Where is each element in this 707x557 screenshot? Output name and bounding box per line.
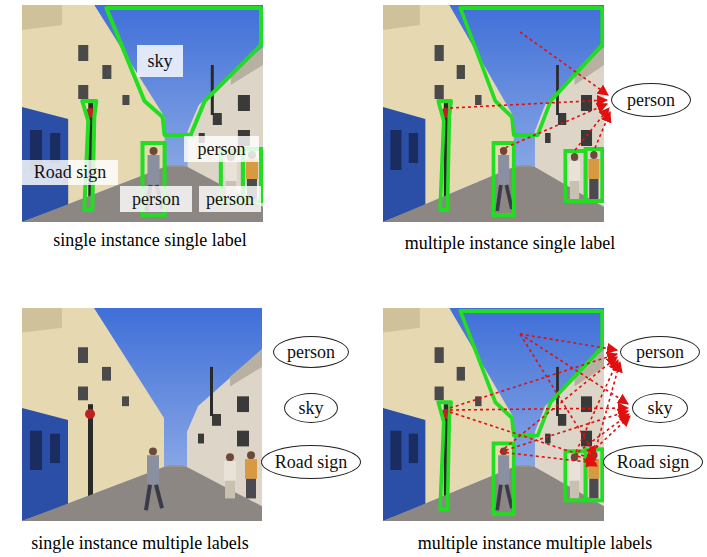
label-ellipse: Road sign (261, 445, 361, 479)
street-photo (383, 5, 604, 222)
label-box: person (199, 186, 261, 212)
label-ellipse: sky (284, 393, 338, 423)
label-ellipse: person (620, 336, 700, 368)
street-photo (22, 308, 262, 521)
label-box: person (184, 136, 259, 162)
label-text: person (287, 342, 335, 363)
street-photo (383, 308, 604, 521)
label-text: sky (647, 398, 672, 419)
panel-caption: multiple instance single label (405, 233, 615, 254)
label-ellipse: person (273, 336, 349, 368)
label-text: person (636, 342, 684, 363)
label-text: person (198, 139, 246, 160)
label-text: Road sign (275, 452, 348, 473)
label-box: person (120, 186, 192, 212)
panel-caption: single instance single label (53, 230, 246, 251)
region-outlines (438, 311, 602, 514)
label-text: sky (147, 51, 172, 72)
label-box: sky (137, 45, 183, 77)
label-text: person (627, 90, 675, 111)
label-text: person (132, 189, 180, 210)
street-photo (22, 5, 263, 222)
label-text: Road sign (34, 162, 107, 183)
label-ellipse: sky (632, 393, 688, 423)
label-text: Road sign (617, 452, 690, 473)
panel-caption: multiple instance multiple labels (418, 533, 652, 554)
label-ellipse: person (611, 83, 691, 117)
panel-caption: single instance multiple labels (31, 533, 248, 554)
label-text: sky (298, 398, 323, 419)
region-outlines (438, 8, 602, 215)
label-box: Road sign (22, 160, 118, 185)
label-ellipse: Road sign (603, 445, 703, 479)
label-text: person (206, 189, 254, 210)
